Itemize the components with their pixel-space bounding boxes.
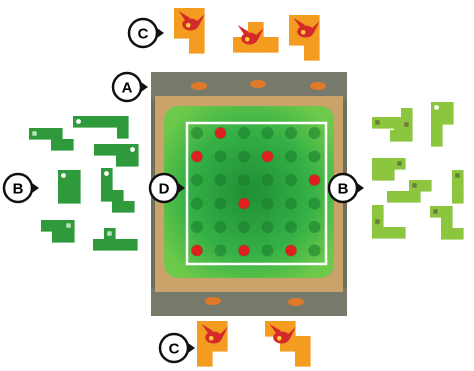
label-text-b-left: B bbox=[13, 181, 24, 198]
polyomino-piece bbox=[58, 170, 81, 204]
callout-label-b-right: B bbox=[327, 172, 364, 204]
piece-marker bbox=[61, 173, 66, 178]
red-marker bbox=[285, 245, 297, 256]
piece-marker bbox=[455, 173, 460, 178]
callout-label-c-bottom: C bbox=[158, 332, 195, 364]
dragon-tile bbox=[174, 8, 205, 54]
red-marker bbox=[309, 174, 320, 186]
grid-hole bbox=[285, 197, 297, 210]
grid-hole bbox=[238, 127, 250, 139]
grid-hole bbox=[214, 221, 227, 233]
dragon-tile bbox=[289, 15, 320, 61]
red-marker bbox=[262, 151, 273, 162]
red-marker bbox=[191, 151, 203, 162]
label-text-d: D bbox=[159, 181, 170, 198]
polyomino-piece bbox=[41, 220, 75, 243]
board-bottom-rocks bbox=[151, 288, 347, 316]
piece-marker bbox=[375, 219, 380, 224]
piece-marker bbox=[130, 147, 135, 152]
grid-hole bbox=[261, 197, 274, 210]
callout-label-b-left: B bbox=[2, 172, 39, 204]
grid-hole bbox=[238, 174, 250, 186]
piece-marker bbox=[66, 223, 71, 228]
label-text-c-top: C bbox=[138, 26, 149, 43]
callout-label-a: A bbox=[111, 71, 148, 103]
piece-marker bbox=[412, 183, 417, 188]
label-text-c-bottom: C bbox=[169, 341, 180, 358]
polyomino-piece bbox=[372, 158, 406, 181]
left-player-pieces bbox=[29, 116, 139, 251]
grid-hole bbox=[285, 150, 297, 163]
polyomino-piece bbox=[29, 128, 74, 151]
grid-hole bbox=[214, 244, 227, 257]
grid-hole bbox=[285, 174, 297, 186]
grid-hole bbox=[214, 197, 227, 210]
grid-hole bbox=[191, 174, 203, 186]
grid-hole bbox=[191, 127, 203, 139]
red-markers bbox=[191, 127, 320, 256]
dragon-tiles bbox=[174, 8, 320, 367]
red-marker bbox=[238, 245, 250, 256]
piece-marker bbox=[76, 119, 81, 124]
dragon-tile bbox=[233, 22, 279, 53]
grid-hole bbox=[261, 244, 274, 257]
grid-hole bbox=[285, 221, 297, 233]
polyomino-piece bbox=[93, 228, 138, 251]
grid-hole bbox=[191, 197, 203, 210]
label-text-a: A bbox=[122, 80, 133, 97]
callout-label-d: D bbox=[148, 172, 185, 204]
piece-marker bbox=[375, 120, 380, 125]
grid-hole bbox=[238, 221, 250, 233]
grid-hole bbox=[261, 127, 274, 139]
grid-hole bbox=[261, 174, 274, 186]
grid-hole bbox=[308, 221, 321, 233]
dragon-icon bbox=[201, 324, 228, 344]
piece-marker bbox=[107, 231, 112, 236]
polyomino-piece bbox=[390, 108, 413, 142]
dragon-icon bbox=[269, 324, 296, 344]
grid-hole bbox=[214, 174, 227, 186]
polyomino-piece bbox=[73, 116, 129, 139]
polyomino-piece bbox=[372, 205, 406, 239]
dragon-tile bbox=[265, 321, 311, 367]
red-marker bbox=[215, 127, 226, 139]
piece-marker bbox=[397, 161, 402, 166]
game-board bbox=[151, 72, 347, 316]
red-marker bbox=[238, 198, 250, 209]
grid-area-outline bbox=[185, 121, 328, 266]
grid-hole bbox=[308, 244, 321, 257]
grid-hole bbox=[308, 197, 321, 210]
board-decor-creatures bbox=[191, 80, 326, 306]
grid-hole bbox=[238, 150, 250, 163]
grid-hole bbox=[308, 150, 321, 163]
polyomino-piece bbox=[387, 180, 432, 203]
polyomino-piece bbox=[94, 144, 139, 167]
piece-marker bbox=[434, 105, 439, 110]
dragon-icon bbox=[178, 11, 205, 31]
piece-marker bbox=[404, 122, 409, 127]
piece-marker bbox=[32, 131, 37, 136]
dragon-icon bbox=[237, 25, 264, 45]
polyomino-piece bbox=[430, 206, 464, 240]
dragon-tile bbox=[197, 321, 228, 367]
polyomino-piece bbox=[452, 170, 464, 204]
red-marker bbox=[191, 245, 203, 256]
label-text-b-right: B bbox=[338, 181, 349, 198]
board-grass-field bbox=[164, 106, 334, 278]
grid-hole bbox=[261, 221, 274, 233]
grid-hole bbox=[285, 127, 297, 139]
callout-label-c-top: C bbox=[127, 17, 164, 49]
dragon-icon bbox=[293, 18, 320, 38]
polyomino-piece bbox=[101, 168, 135, 213]
grid-hole bbox=[191, 221, 203, 233]
piece-marker bbox=[104, 171, 109, 176]
piece-marker bbox=[433, 209, 438, 214]
polyomino-piece bbox=[431, 102, 454, 147]
grid-hole bbox=[308, 127, 321, 139]
right-player-pieces bbox=[372, 102, 464, 240]
grid-hole bbox=[214, 150, 227, 163]
